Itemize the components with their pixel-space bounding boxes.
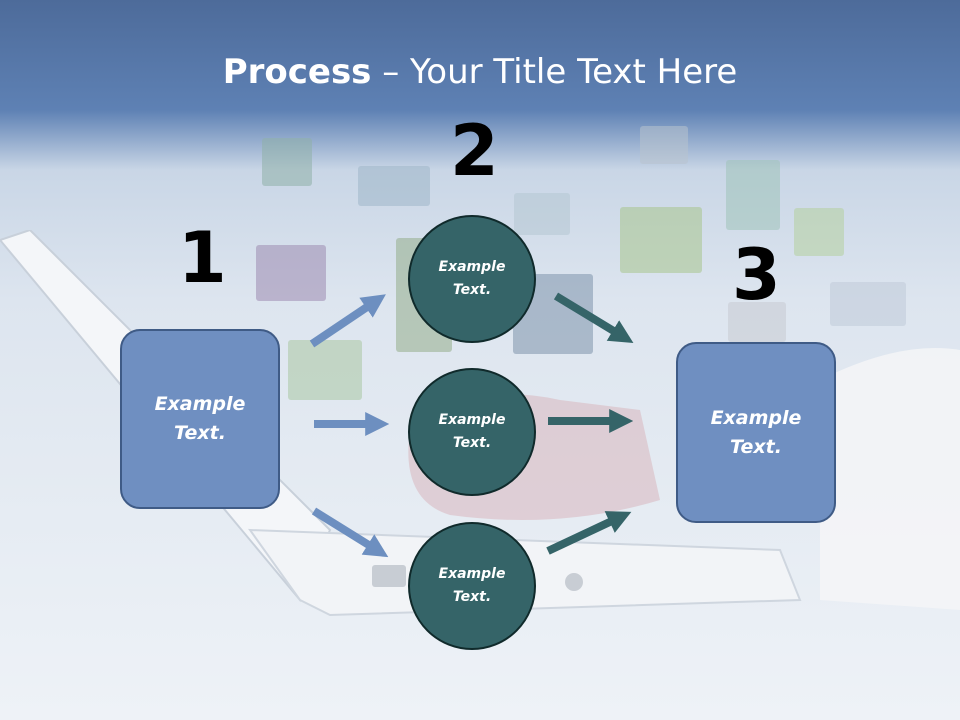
circle-middle: Example Text. <box>408 368 536 496</box>
circle-bottom-line2: Text. <box>452 589 492 605</box>
right-box-line2: Text. <box>730 435 782 458</box>
background-thumbnail <box>830 282 906 326</box>
circle-bottom: Example Text. <box>408 522 536 650</box>
background-thumbnail <box>726 160 780 230</box>
left-box-line2: Text. <box>174 422 226 444</box>
circle-middle-line1: Example <box>438 412 506 428</box>
slide-title: Process – Your Title Text Here <box>0 52 960 92</box>
background-thumbnail <box>620 207 702 273</box>
circle-middle-line2: Text. <box>452 435 492 451</box>
circle-bottom-line1: Example <box>438 566 506 582</box>
step-number-1: 1 <box>178 217 227 299</box>
background-thumbnail <box>262 138 312 186</box>
arrow-left-to-top <box>309 294 386 348</box>
circle-top-line2: Text. <box>452 282 492 298</box>
left-box-line1: Example <box>154 393 246 415</box>
step-number-2: 2 <box>450 110 499 192</box>
arrow-left-to-bottom <box>311 507 389 558</box>
slide-title-rest: – Your Title Text Here <box>371 52 738 92</box>
circle-top-line1: Example <box>438 259 506 275</box>
background-thumbnail <box>514 193 570 235</box>
background-thumbnail <box>358 166 430 206</box>
circle-top: Example Text. <box>408 215 536 343</box>
background-thumbnail <box>794 208 844 256</box>
arrow-bottom-to-right <box>546 511 632 555</box>
slide-title-bold: Process <box>222 52 372 92</box>
left-box: Example Text. <box>120 329 280 509</box>
right-box: Example Text. <box>676 342 836 523</box>
right-box-line1: Example <box>710 406 802 429</box>
arrow-top-to-right <box>553 292 634 343</box>
background-thumbnail <box>728 302 786 342</box>
step-number-3: 3 <box>732 234 781 316</box>
background-thumbnail <box>640 126 688 164</box>
